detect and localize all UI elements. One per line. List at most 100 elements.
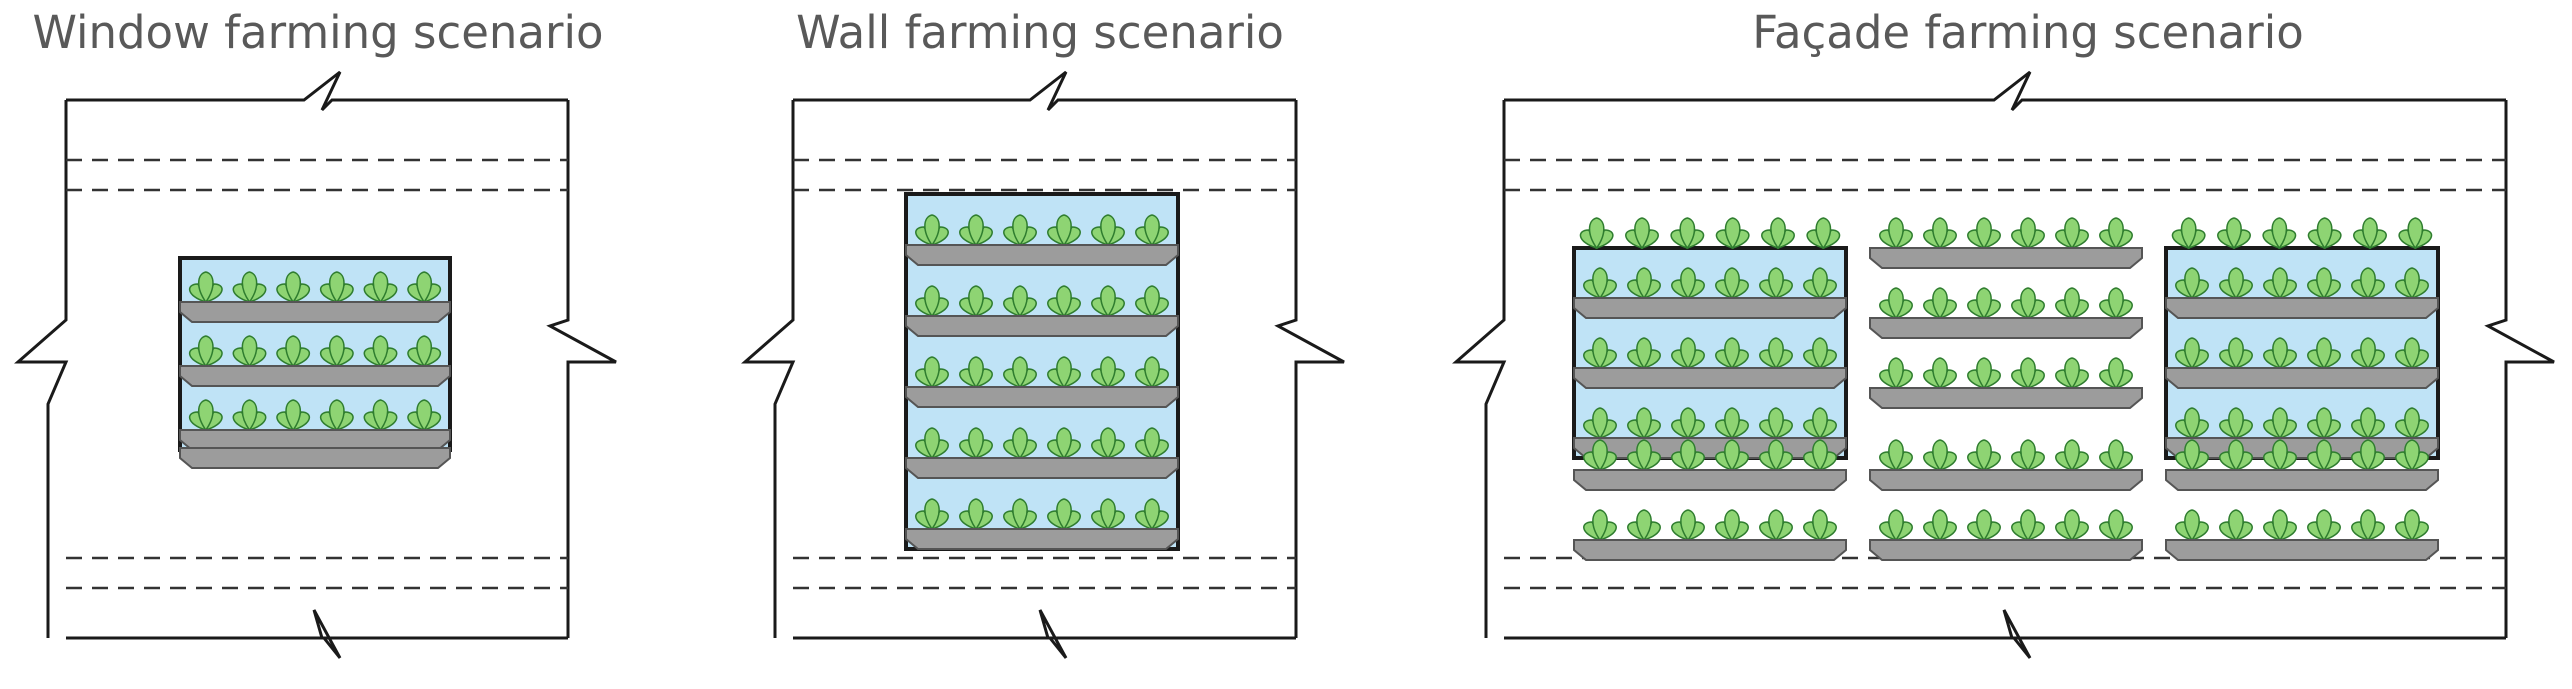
plant-icon xyxy=(1592,407,1608,440)
plant-icon xyxy=(2362,217,2378,250)
plant-icon xyxy=(1724,267,1740,300)
plant-icon xyxy=(2316,509,2332,542)
wall-scenario-diagram xyxy=(741,70,1345,659)
plant-icon xyxy=(2272,509,2288,542)
plant-icon xyxy=(1100,427,1116,460)
plant-icon xyxy=(924,356,940,389)
plant-icon xyxy=(1012,214,1028,247)
plant-icon xyxy=(1680,407,1696,440)
growing-tray xyxy=(179,365,451,387)
plant-icon xyxy=(2272,407,2288,440)
plant-icon xyxy=(1100,285,1116,318)
plant-icon xyxy=(1100,498,1116,531)
plant-icon xyxy=(1812,337,1828,370)
plant-icon xyxy=(328,271,345,304)
plant-icon xyxy=(2020,217,2036,250)
plant-icon xyxy=(2272,337,2288,370)
plant-icon xyxy=(1056,498,1072,531)
plant-icon xyxy=(416,399,433,432)
plant-icon xyxy=(2064,357,2080,390)
plant-icon xyxy=(1592,337,1608,370)
plant-icon xyxy=(1636,337,1652,370)
plant-icon xyxy=(2064,217,2080,250)
plant-icon xyxy=(1592,509,1608,542)
plant-icon xyxy=(1888,287,1904,320)
window-scenario-title: Window farming scenario xyxy=(32,6,604,59)
window-glazing xyxy=(178,256,452,452)
plant-icon xyxy=(2404,509,2420,542)
plant-icon xyxy=(372,399,389,432)
plant-icon xyxy=(1932,357,1948,390)
plant-icon xyxy=(1976,217,1992,250)
plant-icon xyxy=(1680,337,1696,370)
plant-icon xyxy=(2064,439,2080,472)
plant-icon xyxy=(968,427,984,460)
wall-bottom-break-edge xyxy=(66,609,568,659)
plant-icon xyxy=(2228,337,2244,370)
plant-icon xyxy=(197,271,214,304)
growing-tray xyxy=(1573,469,1847,491)
facade-scenario-diagram xyxy=(1452,70,2555,659)
plant-icon xyxy=(1056,356,1072,389)
wall-top-break-edge xyxy=(1504,70,2506,112)
plant-icon xyxy=(1724,217,1741,250)
plant-icon xyxy=(1724,337,1740,370)
plant-icon xyxy=(1144,356,1160,389)
plant-icon xyxy=(416,335,433,368)
plant-icon xyxy=(2360,267,2376,300)
plant-icon xyxy=(2184,267,2200,300)
plant-icon xyxy=(1932,287,1948,320)
plant-icon xyxy=(328,335,345,368)
plant-icon xyxy=(2407,217,2424,250)
plant-icon xyxy=(1012,427,1028,460)
plant-icon xyxy=(1812,267,1828,300)
growing-tray xyxy=(905,244,1179,266)
plant-icon xyxy=(1932,217,1948,250)
plant-icon xyxy=(2108,439,2124,472)
growing-tray xyxy=(2165,539,2439,561)
plant-icon xyxy=(1012,356,1028,389)
plant-icon xyxy=(1812,407,1828,440)
plant-icon xyxy=(1100,356,1116,389)
plant-icon xyxy=(1636,509,1652,542)
plant-icon xyxy=(2184,439,2200,472)
plant-icon xyxy=(2108,509,2124,542)
growing-tray xyxy=(905,386,1179,408)
plant-icon xyxy=(2064,509,2080,542)
plant-icon xyxy=(2360,337,2376,370)
plant-icon xyxy=(2020,357,2036,390)
plant-icon xyxy=(1144,427,1160,460)
plant-icon xyxy=(2316,217,2333,250)
plant-icon xyxy=(241,335,258,368)
growing-tray xyxy=(1869,387,2143,409)
plant-icon xyxy=(416,271,433,304)
wall-left-edge xyxy=(1452,100,1507,638)
plant-icon xyxy=(1592,439,1608,472)
plant-icon xyxy=(372,335,389,368)
plant-icon xyxy=(2064,287,2080,320)
wall-right-edge xyxy=(2484,100,2555,638)
plant-icon xyxy=(241,271,258,304)
plant-icon xyxy=(1768,439,1784,472)
growing-tray xyxy=(2165,297,2439,319)
plant-icon xyxy=(2272,439,2288,472)
plant-icon xyxy=(285,399,302,432)
plant-icon xyxy=(1888,357,1904,390)
plant-icon xyxy=(2108,287,2124,320)
growing-tray xyxy=(1869,247,2143,269)
plant-icon xyxy=(2108,357,2124,390)
plant-icon xyxy=(1976,439,1992,472)
wall-left-edge xyxy=(14,100,69,638)
plant-icon xyxy=(1144,214,1160,247)
wall-right-edge xyxy=(1274,100,1345,638)
plant-icon xyxy=(2316,337,2332,370)
wall-top-break-edge xyxy=(793,70,1296,112)
plant-icon xyxy=(1680,509,1696,542)
wall-scenario-title: Wall farming scenario xyxy=(796,6,1284,59)
plant-icon xyxy=(1768,337,1784,370)
plant-icon xyxy=(2404,439,2420,472)
plant-icon xyxy=(1768,509,1784,542)
plant-icon xyxy=(1012,285,1028,318)
plant-icon xyxy=(1932,439,1948,472)
plant-icon xyxy=(1634,217,1650,250)
